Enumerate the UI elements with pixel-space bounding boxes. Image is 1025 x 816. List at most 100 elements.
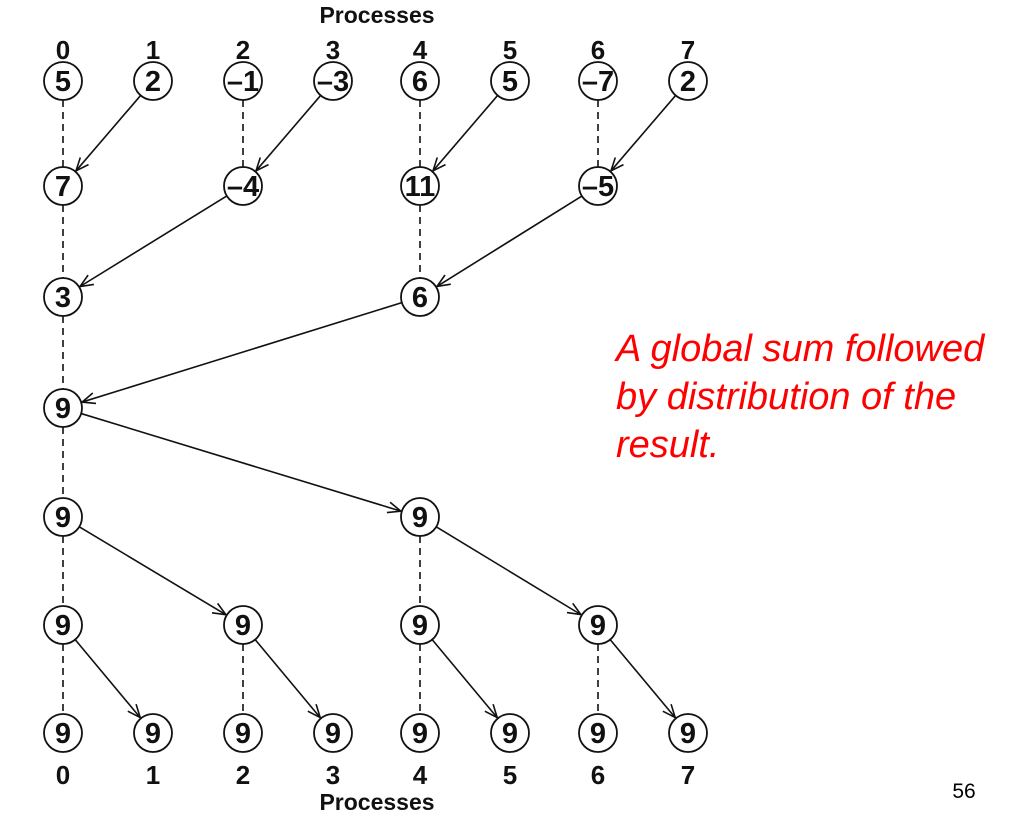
process-id-top: 0 (56, 35, 70, 65)
arrowhead-icon (80, 392, 97, 405)
process-node-circle (133, 713, 173, 753)
process-node-circle (578, 713, 618, 753)
message-arrow (435, 526, 582, 616)
process-node-circle (400, 713, 440, 753)
message-arrow (254, 639, 321, 719)
process-node-circle (668, 61, 708, 101)
process-node-value: 9 (412, 718, 428, 750)
process-id-bottom: 5 (503, 760, 517, 790)
process-node-circle (43, 713, 83, 753)
message-arrow (255, 94, 322, 172)
process-id-top: 4 (413, 35, 428, 65)
message-arrow (79, 195, 228, 288)
message-arrow (74, 639, 141, 719)
process-node-circle (400, 497, 440, 537)
message-arrow (609, 639, 676, 719)
process-id-top: 5 (503, 35, 517, 65)
process-node-circle (43, 277, 83, 317)
process-node-circle (490, 713, 530, 753)
process-id-top: 6 (591, 35, 605, 65)
process-node-value: 9 (55, 393, 71, 425)
process-node-value: 9 (502, 718, 518, 750)
processes-label-top: Processes (319, 2, 435, 28)
process-node-value: 9 (235, 610, 251, 642)
process-node-value: 5 (502, 66, 518, 98)
process-node-circle (578, 166, 618, 206)
process-node-circle (578, 61, 618, 101)
process-id-bottom: 7 (681, 760, 695, 790)
process-id-top: 1 (146, 35, 160, 65)
message-arrow (431, 639, 498, 719)
process-node-circle (400, 605, 440, 645)
process-node-circle (43, 605, 83, 645)
arrowhead-icon (127, 703, 142, 720)
process-node-circle (313, 713, 353, 753)
process-id-bottom: 0 (56, 760, 70, 790)
process-node-circle (43, 497, 83, 537)
arrowhead-icon (307, 703, 322, 720)
process-node-circle (43, 388, 83, 428)
process-id-bottom: 4 (413, 760, 428, 790)
process-node-value: 3 (55, 282, 71, 314)
process-node-value: 2 (145, 66, 161, 98)
process-id-bottom: 2 (236, 760, 250, 790)
process-node-value: 6 (412, 282, 428, 314)
page-number: 56 (952, 780, 976, 803)
arrowhead-icon (431, 157, 446, 173)
arrowhead-icon (566, 602, 583, 616)
process-node-value: 9 (412, 502, 428, 534)
process-node-value: 5 (55, 66, 71, 98)
process-node-value: 9 (590, 610, 606, 642)
process-node-value: 7 (55, 171, 71, 203)
process-node-circle (223, 713, 263, 753)
process-node-value: 9 (325, 718, 341, 750)
process-node-value: 9 (680, 718, 696, 750)
process-node-circle (400, 277, 440, 317)
process-node-circle (223, 61, 263, 101)
process-id-bottom: 3 (326, 760, 340, 790)
process-node-value: –7 (582, 66, 614, 98)
process-id-bottom: 6 (591, 760, 605, 790)
process-node-circle (43, 61, 83, 101)
process-node-value: 9 (55, 610, 71, 642)
message-arrow (80, 412, 402, 512)
message-arrow (436, 195, 583, 288)
arrowhead-icon (609, 157, 624, 173)
process-node-circle (133, 61, 173, 101)
process-node-circle (223, 605, 263, 645)
process-id-top: 2 (236, 35, 250, 65)
arrowhead-icon (78, 274, 95, 288)
arrowhead-icon (254, 157, 269, 173)
process-id-bottom: 1 (146, 760, 160, 790)
process-node-value: 9 (590, 718, 606, 750)
processes-label-bottom: Processes (319, 789, 435, 815)
process-node-circle (578, 605, 618, 645)
process-node-value: –4 (227, 171, 259, 203)
process-node-value: 9 (235, 718, 251, 750)
message-arrow (432, 94, 499, 172)
process-node-value: 2 (680, 66, 696, 98)
arrowhead-icon (435, 274, 451, 288)
annotation-text: A global sum followed by distribution of… (616, 325, 984, 469)
process-node-value: –3 (317, 66, 349, 98)
message-arrow (78, 526, 227, 616)
process-node-value: 9 (145, 718, 161, 750)
process-node-circle (490, 61, 530, 101)
arrowhead-icon (211, 602, 228, 616)
process-id-top: 3 (326, 35, 340, 65)
arrowhead-icon (484, 703, 499, 720)
process-id-top: 7 (681, 35, 695, 65)
process-node-circle (400, 61, 440, 101)
process-node-value: 9 (55, 718, 71, 750)
message-arrow (75, 94, 142, 172)
arrowhead-icon (386, 501, 403, 514)
process-node-value: –5 (582, 171, 614, 203)
process-node-circle (43, 166, 83, 206)
process-node-circle (668, 713, 708, 753)
arrowhead-icon (662, 703, 677, 720)
arrowhead-icon (74, 157, 89, 173)
process-node-value: 6 (412, 66, 428, 98)
process-node-circle (313, 61, 353, 101)
annotation-line: A global sum followed (616, 328, 985, 370)
process-node-value: –1 (227, 66, 259, 98)
